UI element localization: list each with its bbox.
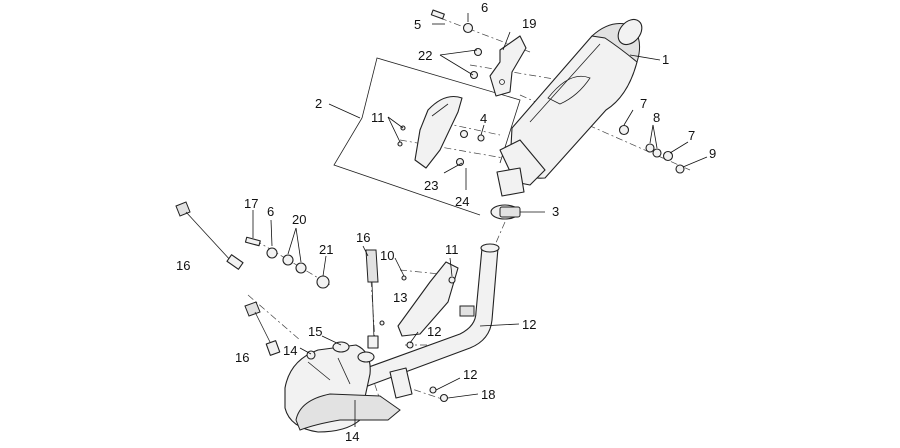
exhaust-manifold	[284, 341, 413, 433]
callout-6-lower: 6	[267, 204, 274, 219]
callout-6: 6	[481, 0, 488, 15]
callout-19: 12	[463, 367, 477, 382]
muffler-heat-shield-frame	[333, 57, 521, 216]
callout-10: 13	[393, 290, 407, 305]
callout-14-lower: 14	[345, 429, 359, 443]
muffler-heat-shield	[414, 95, 463, 169]
callout-12-lower: 12	[427, 324, 441, 339]
muffler-bracket	[489, 35, 527, 97]
callout-11-upper: 11	[371, 110, 385, 125]
callout-leader-lines	[252, 13, 708, 427]
callout-5: 5	[414, 17, 421, 32]
callout-15: 15	[308, 324, 322, 339]
callout-16-lower: 16	[235, 350, 249, 365]
fasteners	[244, 9, 685, 403]
callout-12-mid: 11	[445, 242, 459, 257]
callout-20: 20	[292, 212, 306, 227]
callout-2: 2	[315, 96, 322, 111]
callout-labels: 1 2 3 4 5 6 7 8 7 9 11 24 23 19 22 12 13…	[176, 0, 716, 444]
callout-8: 8	[653, 110, 660, 125]
callout-18: 18	[481, 387, 495, 402]
callout-13: 12	[522, 317, 536, 332]
clamp	[490, 204, 521, 220]
callout-9: 9	[709, 146, 716, 161]
callout-21: 21	[319, 242, 333, 257]
callout-7: 7	[640, 96, 647, 111]
callout-24: 23	[424, 178, 438, 193]
lambda-sensors	[175, 201, 379, 356]
callout-23: 22	[418, 48, 432, 63]
callout-12-upper: 24	[455, 194, 469, 209]
link-pipe-heat-shield	[397, 261, 459, 337]
callout-16-mid: 16	[356, 230, 370, 245]
callout-3: 3	[552, 204, 559, 219]
callout-7-lower: 7	[688, 128, 695, 143]
callout-1: 1	[662, 52, 669, 67]
callout-4: 4	[480, 111, 487, 126]
callout-16-left: 16	[176, 258, 190, 273]
callout-17: 17	[244, 196, 258, 211]
callout-14-upper: 14	[283, 343, 297, 358]
callout-22: 19	[522, 16, 536, 31]
callout-11-lower: 10	[380, 248, 394, 263]
muffler-silencer	[496, 18, 643, 197]
